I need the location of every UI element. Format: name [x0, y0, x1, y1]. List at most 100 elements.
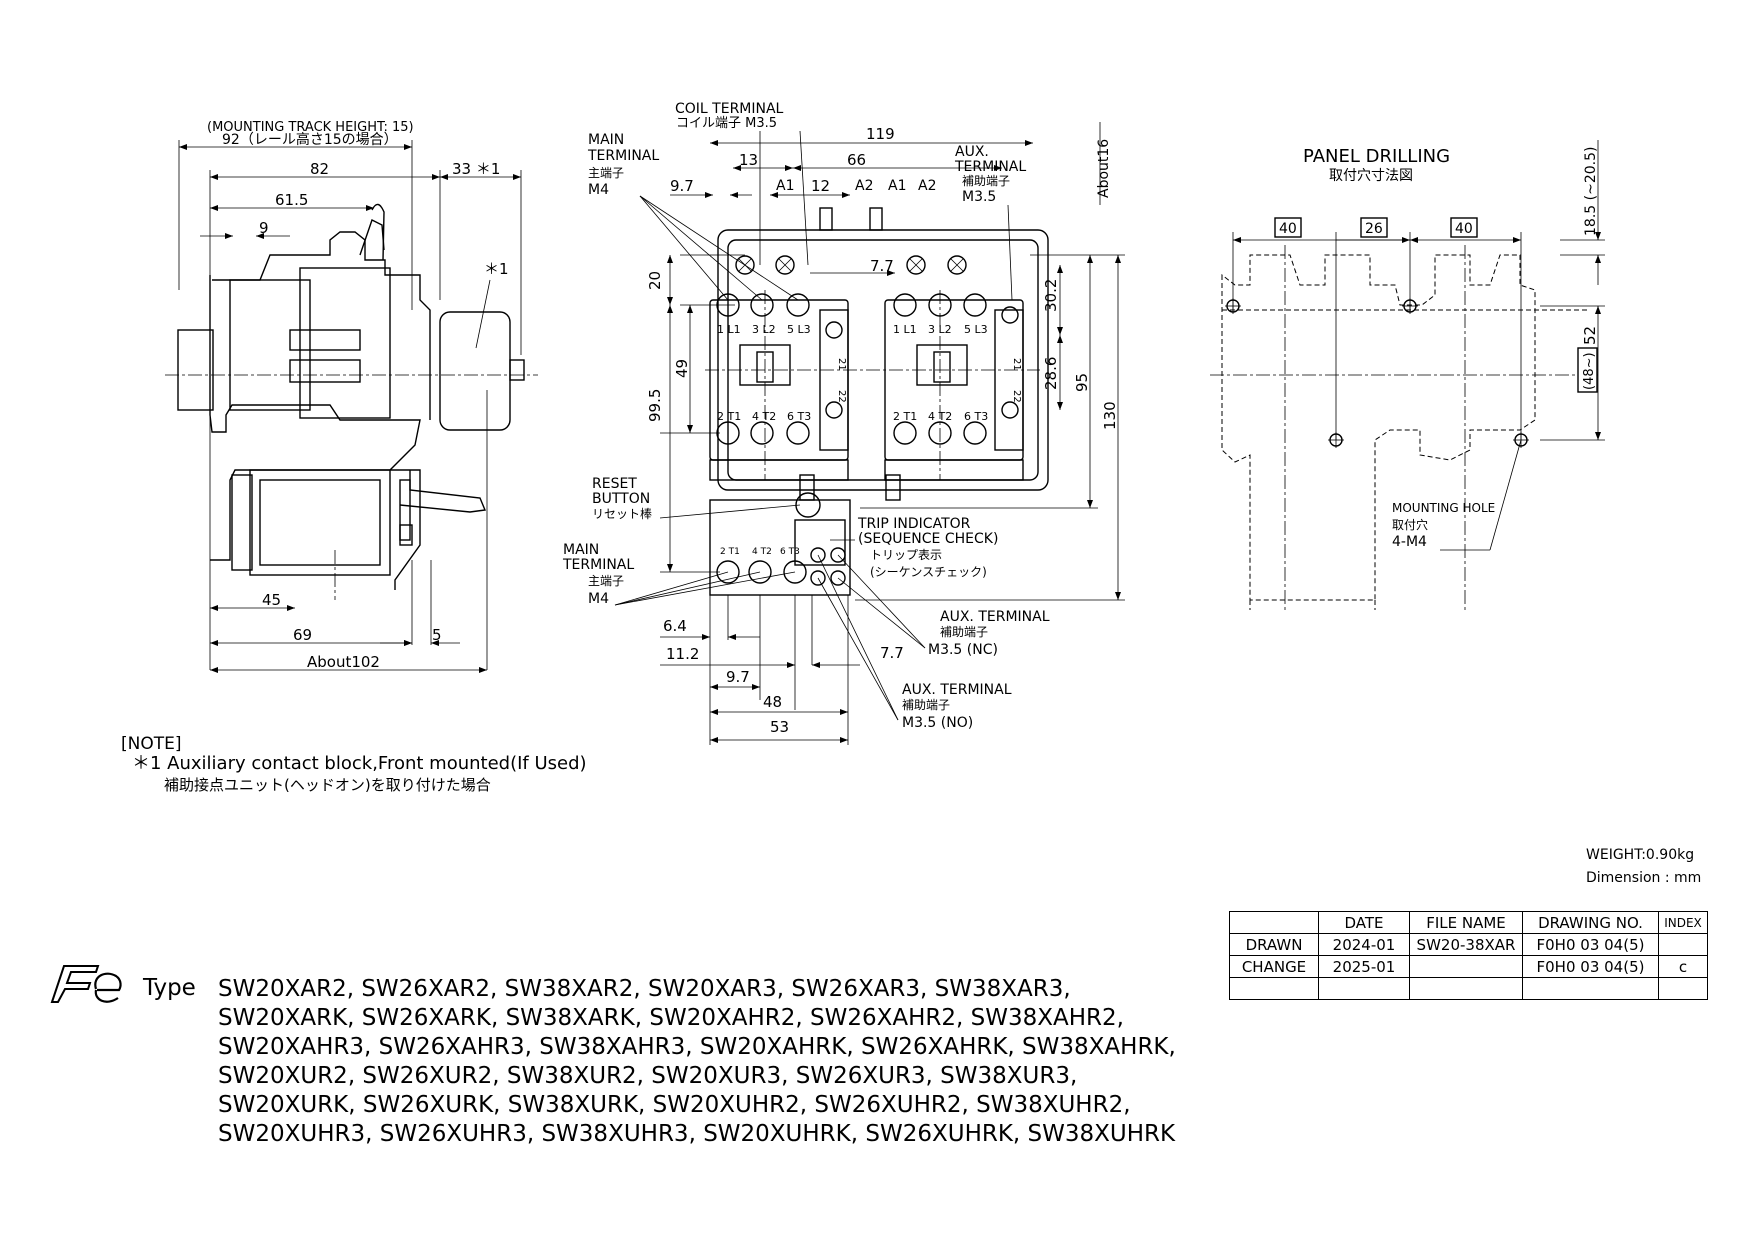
dim-13: 13 — [739, 151, 758, 169]
panel-drilling: PANEL DRILLING 取付穴寸法図 40 26 40 18.5 (~20… — [1210, 140, 1605, 610]
cell: 2025-01 — [1318, 955, 1410, 978]
label-a2-left: A2 — [855, 178, 873, 194]
panel-dim-18-5: 18.5 (~20.5) — [1583, 147, 1599, 236]
panel-title-en: PANEL DRILLING — [1303, 146, 1450, 167]
main-terminal-en-1: MAIN — [588, 132, 624, 148]
aux-nc-en: AUX. TERMINAL — [940, 609, 1050, 625]
note-line1: ＊1 Auxiliary contact block,Front mounted… — [132, 753, 587, 774]
note: [NOTE] ＊1 Auxiliary contact block,Front … — [121, 734, 587, 794]
panel-dim-26: 26 — [1365, 221, 1383, 237]
trip-jp-2: (シーケンスチェック) — [870, 565, 987, 579]
coil-terminal-jp: コイル端子 M3.5 — [676, 116, 777, 131]
title-block-row: DRAWN 2024-01 SW20-38XAR F0H0 03 04(5) — [1229, 933, 1708, 956]
trip-jp-1: トリップ表示 — [870, 548, 942, 562]
dim-92: 92（レール高さ15の場合） — [222, 131, 398, 148]
main-terminal-m4: M4 — [588, 182, 609, 198]
header-cell: FILE NAME — [1409, 911, 1523, 934]
term-l1-a: 1 L1 — [717, 323, 741, 336]
term-21-b: 21 — [1011, 358, 1022, 371]
cell: c — [1658, 955, 1708, 978]
front-view: COIL TERMINAL コイル端子 M3.5 MAIN TERMINAL 主… — [562, 101, 1125, 745]
rail-note: (MOUNTING TRACK HEIGHT: 15) — [207, 120, 414, 135]
aux-terminal-en-1: AUX. — [955, 144, 989, 160]
dim-9-7-bot: 9.7 — [726, 668, 750, 686]
label-a2-right: A2 — [918, 178, 936, 194]
dim-99-5: 99.5 — [646, 389, 664, 422]
term-21-a: 21 — [836, 358, 847, 371]
panel-title-jp: 取付穴寸法図 — [1329, 168, 1413, 184]
header-cell — [1229, 911, 1319, 934]
term-t1-a: 2 T1 — [717, 410, 741, 423]
trip-en-1: TRIP INDICATOR — [857, 516, 971, 532]
panel-dim-40a: 40 — [1279, 221, 1297, 237]
cell — [1318, 977, 1410, 1000]
dim-30-2: 30.2 — [1042, 279, 1060, 312]
main2-en-2: TERMINAL — [562, 557, 634, 573]
reset-jp: リセット棒 — [592, 507, 652, 521]
hole-en: MOUNTING HOLE — [1392, 501, 1495, 515]
hole-m: 4-M4 — [1392, 534, 1427, 550]
header-cell: INDEX — [1658, 911, 1708, 934]
aux-terminal-en-2: TERMINAL — [954, 159, 1026, 175]
term-t1-b: 2 T1 — [893, 410, 917, 423]
dim-11-2: 11.2 — [666, 645, 699, 663]
main-screws-top — [716, 293, 1019, 445]
dim-7-7-bot: 7.7 — [880, 644, 904, 662]
panel-dim-52: 52 — [1581, 326, 1599, 345]
dim-48: 48 — [763, 693, 782, 711]
term-l2-b: 3 L2 — [928, 323, 952, 336]
fe-logo — [50, 965, 122, 1003]
type-list: SW20XAR2, SW26XAR2, SW38XAR2, SW20XAR3, … — [218, 975, 1176, 1149]
dim-130: 130 — [1101, 401, 1119, 430]
term-l2-a: 3 L2 — [752, 323, 776, 336]
main2-en-1: MAIN — [563, 542, 599, 558]
label-a1-left: A1 — [776, 178, 794, 194]
aux-terminal-m35: M3.5 — [962, 189, 996, 205]
note-line2: 補助接点ユニット(ヘッドオン)を取り付けた場合 — [164, 776, 491, 794]
note-ref: ＊1 — [484, 260, 509, 278]
cell — [1658, 977, 1708, 1000]
aux-no-jp: 補助端子 — [902, 698, 950, 712]
dim-82: 82 — [310, 160, 329, 178]
header-cell: DATE — [1318, 911, 1410, 934]
type-line: SW20XARK, SW26XARK, SW38XARK, SW20XAHR2,… — [218, 1005, 1124, 1031]
dim-53: 53 — [770, 718, 789, 736]
title-block-row: CHANGE 2025-01 F0H0 03 04(5) c — [1229, 955, 1708, 978]
aux-terminal-jp: 補助端子 — [962, 174, 1010, 188]
cell — [1658, 933, 1708, 956]
cell — [1409, 977, 1523, 1000]
svg-text:6 T3: 6 T3 — [780, 547, 800, 557]
note-head: [NOTE] — [121, 734, 182, 754]
term-22-a: 22 — [836, 390, 847, 403]
dim-20: 20 — [646, 271, 664, 290]
trip-en-2: (SEQUENCE CHECK) — [858, 531, 998, 547]
dim-12: 12 — [811, 177, 830, 195]
header-cell: DRAWING NO. — [1522, 911, 1659, 934]
cell: SW20-38XAR — [1409, 933, 1523, 956]
type-line: SW20XUHR3, SW26XUHR3, SW38XUHR3, SW20XUH… — [218, 1121, 1176, 1147]
term-l1-b: 1 L1 — [893, 323, 917, 336]
dim-45: 45 — [262, 591, 281, 609]
dim-66: 66 — [847, 151, 866, 169]
term-l3-b: 5 L3 — [964, 323, 988, 336]
cell: 2024-01 — [1318, 933, 1410, 956]
type-line: SW20XUR2, SW26XUR2, SW38XUR2, SW20XUR3, … — [218, 1063, 1078, 1089]
overload-relay — [709, 499, 851, 596]
aux-no-m: M3.5 (NO) — [902, 715, 973, 731]
reset-en-2: BUTTON — [592, 491, 650, 507]
hole-jp: 取付穴 — [1392, 517, 1428, 532]
coil-screws — [735, 255, 967, 275]
panel-dim-48: (48~) — [1582, 352, 1597, 390]
main-terminal-jp: 主端子 — [588, 166, 624, 180]
weight: WEIGHT:0.90kg — [1586, 847, 1694, 863]
term-t3-b: 6 T3 — [964, 410, 988, 423]
dim-33: 33 ＊1 — [452, 160, 500, 178]
cell: F0H0 03 04(5) — [1522, 955, 1659, 978]
type-line: SW20XAHR3, SW26XAHR3, SW38XAHR3, SW20XAH… — [218, 1034, 1176, 1060]
label-a1-right: A1 — [888, 178, 906, 194]
dim-69: 69 — [293, 626, 312, 644]
aux-nc-m: M3.5 (NC) — [928, 642, 998, 658]
panel-dim-40b: 40 — [1455, 221, 1473, 237]
term-t2-a: 4 T2 — [752, 410, 776, 423]
dim-7-7-top: 7.7 — [870, 257, 894, 275]
